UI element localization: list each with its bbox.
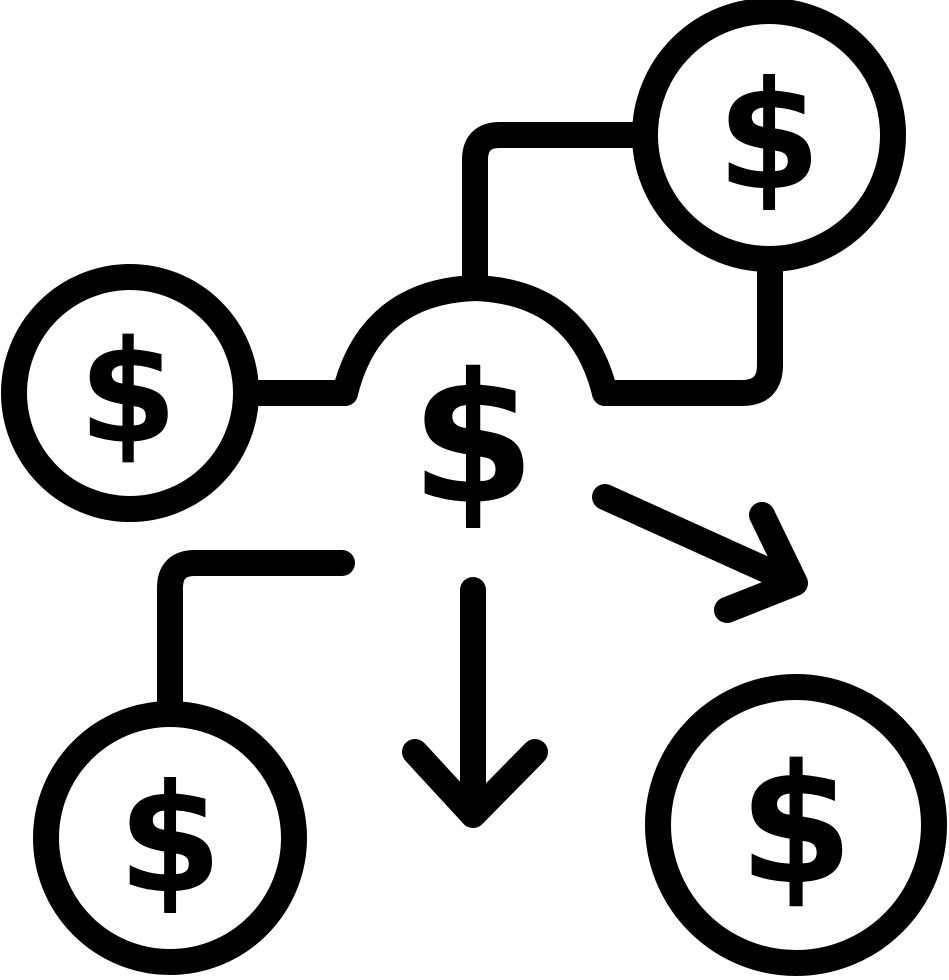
coin-top-right	[632, 0, 906, 272]
coin-left	[1, 264, 259, 522]
coin-bottom-right	[645, 674, 947, 976]
coin-bottom-left	[33, 701, 307, 975]
arrow-down-icon	[402, 577, 548, 828]
dollar-sign-icon: $	[717, 50, 821, 224]
dollar-sign-icon: $	[739, 729, 854, 921]
connector-to-bottom-left	[157, 550, 355, 723]
dollar-sign-icon: $	[118, 753, 222, 927]
hub-dome	[332, 275, 618, 406]
connector-hub-to-top-right	[462, 122, 653, 288]
dollar-sign-icon: $	[79, 311, 178, 476]
arrow-diagonal-right-icon	[592, 484, 808, 623]
hub-dollar-sign-icon: $	[410, 336, 535, 545]
connector-top-right-down-to-hub	[592, 249, 783, 406]
